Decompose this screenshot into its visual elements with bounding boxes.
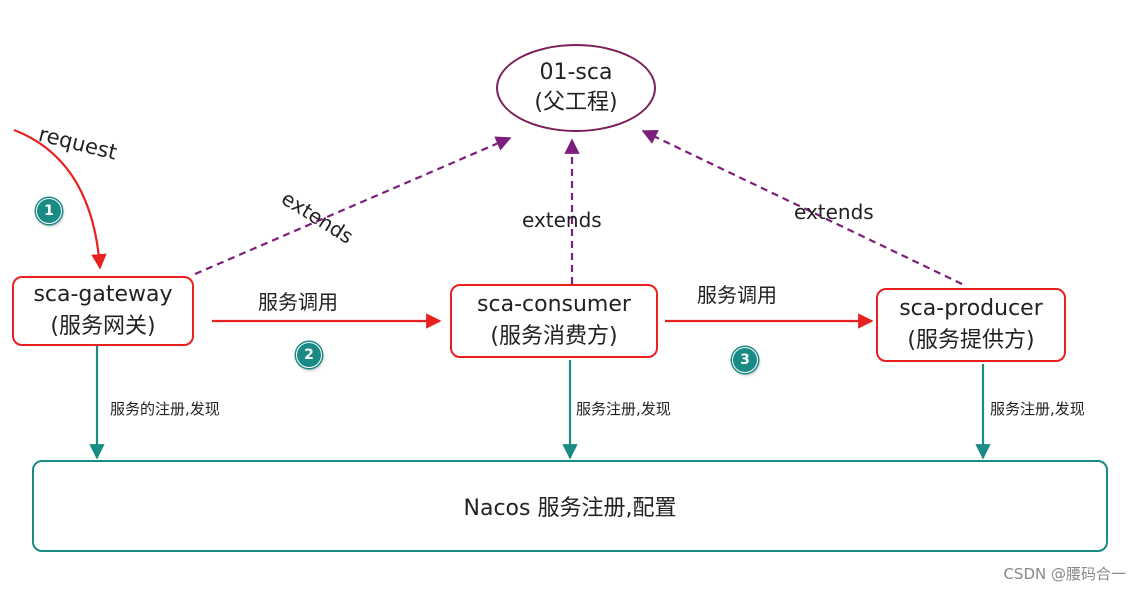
nacos-label: Nacos 服务注册,配置 <box>463 496 677 521</box>
register-label-consumer: 服务注册,发现 <box>576 400 671 418</box>
producer-node: sca-producer (服务提供方) <box>876 288 1066 362</box>
register-label-producer: 服务注册,发现 <box>990 400 1085 418</box>
register-label-gateway: 服务的注册,发现 <box>110 400 220 418</box>
extends-arrow-producer <box>641 130 963 285</box>
watermark: CSDN @腰码合一 <box>1003 565 1126 583</box>
producer-name: sca-producer <box>899 296 1043 321</box>
producer-desc: (服务提供方) <box>907 328 1035 353</box>
gateway-name: sca-gateway <box>33 282 173 307</box>
step-badge-2: 2 <box>296 342 322 368</box>
gateway-desc: (服务网关) <box>50 314 156 339</box>
consumer-node: sca-consumer (服务消费方) <box>450 284 658 358</box>
nacos-node: Nacos 服务注册,配置 <box>32 460 1108 552</box>
consumer-name: sca-consumer <box>477 292 631 317</box>
consumer-desc: (服务消费方) <box>490 324 618 349</box>
request-arrow <box>13 128 107 270</box>
parent-project-node: 01-sca (父工程) <box>496 44 656 132</box>
parent-project-desc: (父工程) <box>534 90 618 115</box>
step-badge-3: 3 <box>732 347 758 373</box>
gateway-node: sca-gateway (服务网关) <box>12 276 194 346</box>
extends-label-right: extends <box>794 200 874 224</box>
step-badge-1: 1 <box>36 198 62 224</box>
extends-label-mid: extends <box>522 208 602 232</box>
extends-arrow-gateway <box>194 136 512 276</box>
parent-project-name: 01-sca <box>539 60 613 85</box>
call-label-2: 服务调用 <box>697 283 777 307</box>
call-label-1: 服务调用 <box>258 290 338 314</box>
